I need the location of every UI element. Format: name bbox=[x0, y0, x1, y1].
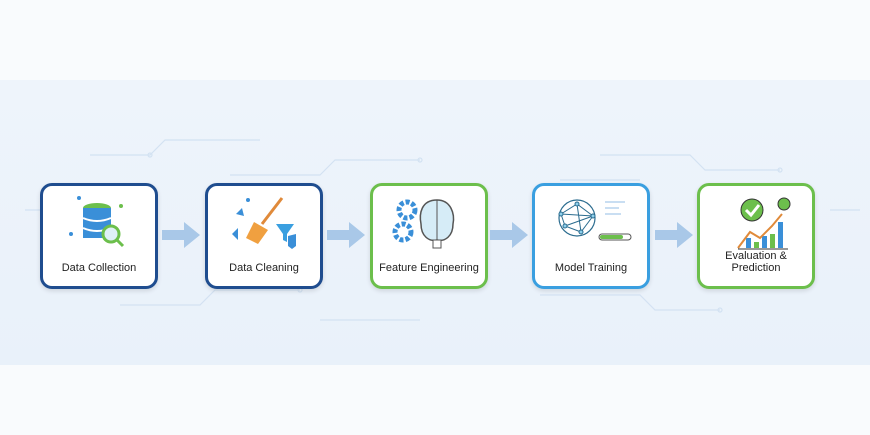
step-evaluation-prediction: Evaluation & Prediction bbox=[697, 183, 815, 289]
step-model-training: Model Training bbox=[532, 183, 650, 289]
arrow-right-icon bbox=[327, 222, 365, 248]
step-label: Data Collection bbox=[61, 262, 137, 274]
step-label: Feature Engineering bbox=[379, 262, 479, 274]
neural-network-icon bbox=[558, 199, 632, 241]
step-label: Model Training bbox=[554, 262, 628, 274]
arrow-right-icon bbox=[490, 222, 528, 248]
database-search-icon bbox=[69, 196, 125, 248]
step-feature-engineering: Feature Engineering bbox=[370, 183, 488, 289]
step-data-cleaning: Data Cleaning bbox=[205, 183, 323, 289]
step-data-collection: Data Collection bbox=[40, 183, 158, 289]
broom-filter-icon bbox=[232, 197, 296, 249]
step-label: Evaluation & Prediction bbox=[725, 250, 787, 274]
chart-check-icon bbox=[737, 197, 791, 250]
circuit-decoration bbox=[25, 139, 860, 321]
gears-brain-icon bbox=[392, 199, 455, 249]
arrow-right-icon bbox=[655, 222, 693, 248]
step-label: Data Cleaning bbox=[229, 262, 299, 274]
arrow-right-icon bbox=[162, 222, 200, 248]
